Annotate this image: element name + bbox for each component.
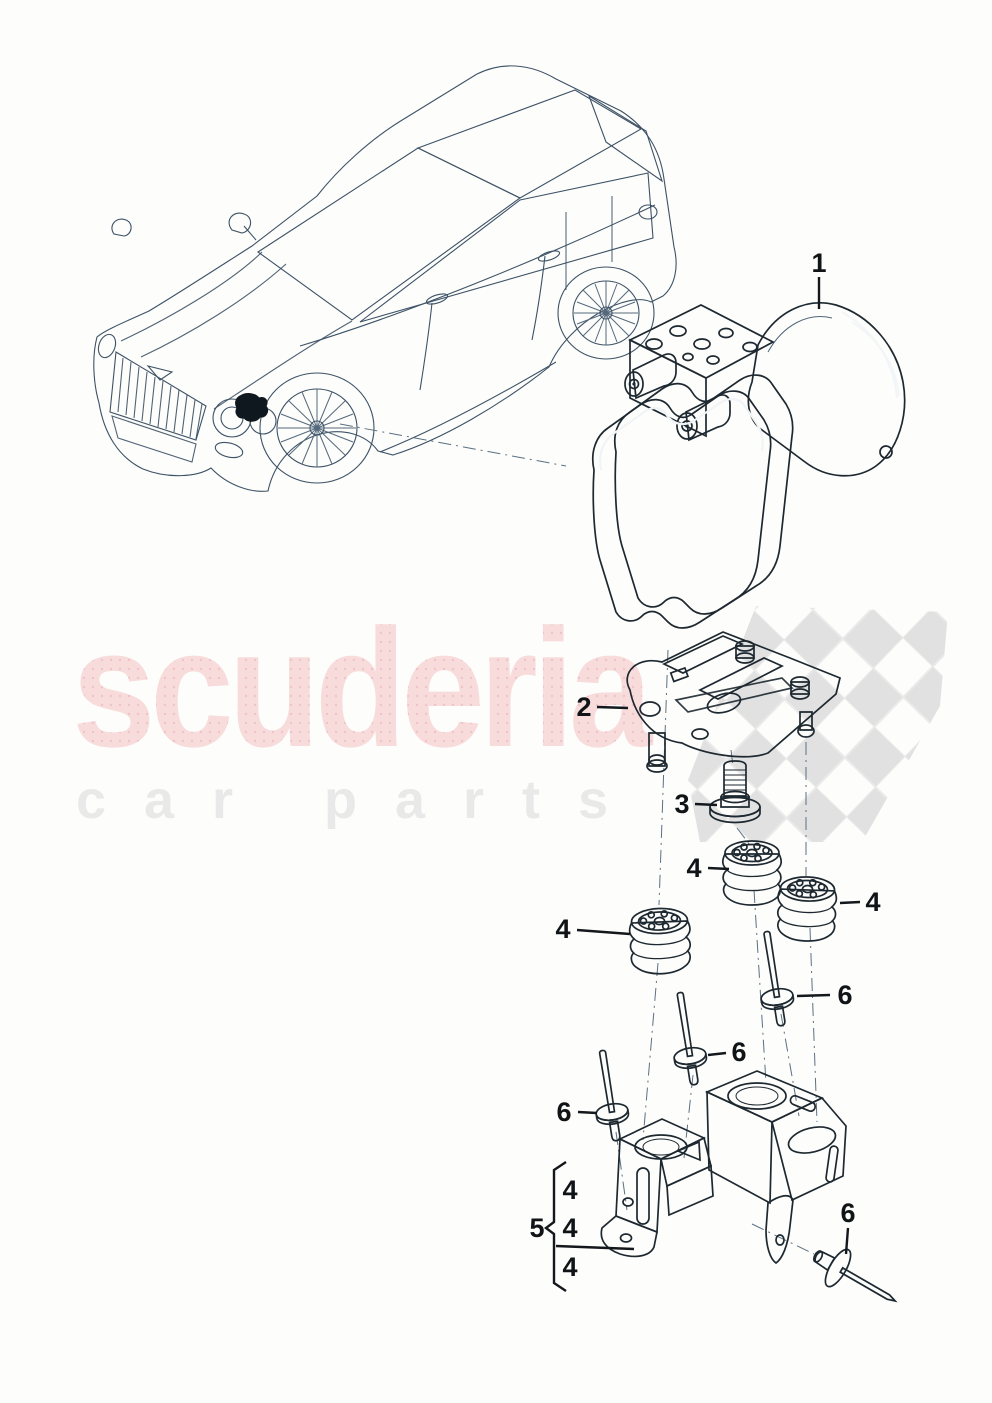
watermark-checkered-flag xyxy=(688,606,948,842)
watermark: scuderia car parts xyxy=(72,594,948,842)
front-grille xyxy=(109,351,207,441)
part-6-pin-upper[interactable] xyxy=(751,929,798,1028)
callout-6-left-leader xyxy=(577,1110,598,1115)
part-6-pin-middle[interactable] xyxy=(664,990,710,1087)
pump-motor xyxy=(747,302,906,477)
bracket-stud xyxy=(790,676,810,700)
callout-2-leader xyxy=(596,705,629,710)
part-3-bolt[interactable] xyxy=(709,760,761,824)
callout-3[interactable]: 3 xyxy=(674,789,689,819)
callout-6-upper-leader xyxy=(796,993,831,998)
door-handle xyxy=(425,293,449,305)
rear-window-glass xyxy=(587,94,664,183)
callout-6-rivet[interactable]: 6 xyxy=(840,1198,855,1228)
side-mirror-far xyxy=(111,218,132,237)
callout-2[interactable]: 2 xyxy=(576,692,591,722)
headlight-far xyxy=(97,333,117,359)
callout-4-right[interactable]: 4 xyxy=(865,887,880,917)
part-location-marker xyxy=(235,393,269,422)
callout-4-top[interactable]: 4 xyxy=(686,853,701,883)
fuel-filler-cap xyxy=(638,204,658,220)
callout-6-left[interactable]: 6 xyxy=(556,1097,571,1127)
callout-4-top-leader xyxy=(707,866,730,871)
callout-4-left-leader xyxy=(576,928,631,936)
part-6-rivet[interactable] xyxy=(805,1237,906,1320)
callout-5-leader xyxy=(555,1244,635,1251)
door-handle xyxy=(537,250,561,262)
callout-5-item-4a[interactable]: 4 xyxy=(562,1175,577,1205)
callout-5-item-4b[interactable]: 4 xyxy=(562,1213,577,1243)
bracket-flap xyxy=(765,1194,794,1265)
callout-6-rivet-leader xyxy=(844,1227,850,1255)
watermark-tagline: car parts xyxy=(76,770,648,830)
part-5-bracket[interactable] xyxy=(600,1070,847,1265)
callout-4-left[interactable]: 4 xyxy=(555,914,570,944)
front-wheel xyxy=(259,372,375,484)
callout-5-item-4c[interactable]: 4 xyxy=(562,1252,577,1282)
bentley-badge xyxy=(146,365,174,381)
callout-1[interactable]: 1 xyxy=(811,248,826,278)
callout-5-brace xyxy=(544,1161,567,1292)
part-6-pin-left[interactable] xyxy=(586,1048,632,1143)
callout-5[interactable]: 5 xyxy=(529,1213,544,1243)
rear-wheel xyxy=(557,266,655,360)
part-2-bracket[interactable] xyxy=(626,631,842,773)
callout-6-middle[interactable]: 6 xyxy=(731,1037,746,1067)
bracket-stud xyxy=(735,640,755,664)
part-4-grommet-left[interactable] xyxy=(628,907,692,975)
callout-4-right-leader xyxy=(839,900,861,905)
watermark-brand: scuderia xyxy=(72,594,654,782)
roof-panel xyxy=(416,89,643,199)
callout-group-part5: 5 4 4 4 xyxy=(529,1161,635,1292)
part-4-grommet-right[interactable] xyxy=(776,876,838,942)
callout-6-middle-leader xyxy=(707,1051,727,1057)
side-mirror xyxy=(228,212,257,241)
solenoid-valve xyxy=(624,353,677,400)
side-windows-glass xyxy=(359,172,654,323)
front-bumper-mesh xyxy=(111,415,197,463)
part-4-grommet-top[interactable] xyxy=(721,840,783,906)
valve-block xyxy=(624,304,775,442)
fog-lamp xyxy=(214,441,244,459)
callout-6-upper[interactable]: 6 xyxy=(837,980,852,1010)
vehicle-illustration xyxy=(93,65,677,492)
solenoid-valve xyxy=(676,394,731,442)
abs-control-module xyxy=(591,390,772,629)
part-1-abs-hydraulic-unit[interactable] xyxy=(591,302,906,629)
callout-3-leader xyxy=(694,802,718,807)
